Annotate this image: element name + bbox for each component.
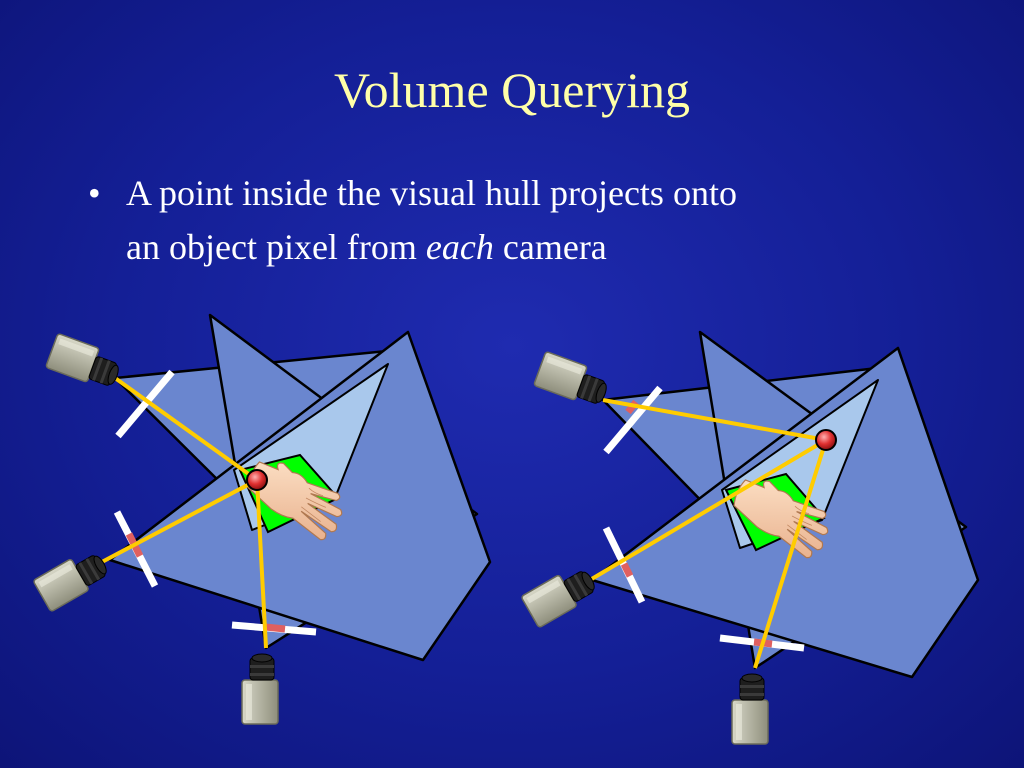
- bullet-list: • A point inside the visual hull project…: [88, 166, 968, 274]
- projection-ray: [753, 439, 828, 669]
- object-pixel: [264, 623, 286, 633]
- bullet-text-emphasis: each: [425, 227, 494, 267]
- bullet-text-line1: A point inside the visual hull projects …: [126, 173, 737, 213]
- slide-title: Volume Querying: [334, 62, 690, 118]
- bullet-text-line2-pre: an object pixel from: [126, 227, 426, 267]
- projection-ray: [602, 398, 827, 442]
- camera-icon: [241, 653, 279, 725]
- projection-ray: [113, 376, 259, 482]
- projection-ray: [255, 479, 268, 649]
- query-point-icon: [815, 429, 837, 451]
- camera-icon: [520, 560, 601, 629]
- bullet-item: • A point inside the visual hull project…: [88, 166, 968, 274]
- image-plane: [115, 369, 175, 439]
- camera-icon: [32, 544, 113, 613]
- object-pixel: [620, 562, 634, 578]
- bullet-marker: •: [88, 173, 101, 213]
- bullet-text-line2-post: camera: [493, 227, 607, 267]
- camera-icon: [532, 350, 613, 410]
- camera-icon: [731, 673, 769, 745]
- camera-icon: [44, 332, 125, 392]
- diagram-right: [520, 330, 980, 745]
- image-plane: [603, 385, 663, 455]
- projection-ray: [588, 438, 828, 582]
- diagram-left: [32, 313, 492, 725]
- projection-ray: [99, 478, 258, 565]
- query-point-icon: [246, 469, 268, 491]
